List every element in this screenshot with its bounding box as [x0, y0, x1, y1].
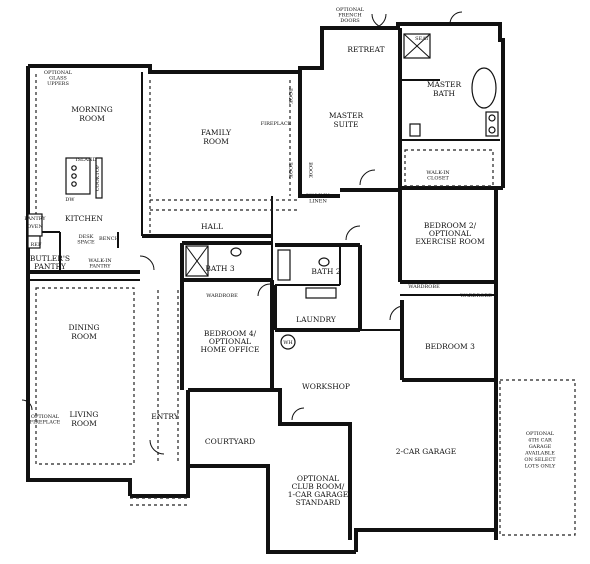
label-wh: WH [283, 340, 293, 346]
dashed-lines [35, 74, 576, 536]
label-optional-french-doors: OPTIONAL [336, 7, 365, 13]
label-seat: SEAT [415, 36, 429, 42]
label-desk-space: DESK [79, 234, 94, 240]
label-hall: HALL [201, 222, 223, 231]
label-bench: BENCH [99, 236, 120, 242]
label-morning-room: MORNING [71, 105, 113, 114]
label-butlers-pantry: BUTLER'S [30, 254, 70, 263]
label-courtyard: COURTYARD [205, 437, 255, 446]
water-heater [280, 334, 296, 350]
label-kitchen: KITCHEN [65, 214, 103, 223]
label-bath-2: BATH 2 [311, 267, 340, 276]
label-book-2: BOOK [287, 162, 293, 178]
label-cooktop: COOKTOP [95, 164, 101, 191]
label-book-1: BOOK [287, 88, 293, 104]
label-fireplace: FIREPLACE [261, 121, 292, 127]
label-walk-in-linen: WALK-IN [306, 193, 330, 199]
label-wardrobe-3: WARDROBE [460, 293, 492, 299]
label-bedroom-4: BEDROOM 4/ [204, 329, 257, 338]
label-wardrobe-1: WARDROBE [206, 293, 238, 299]
label-entry: ENTRY [151, 412, 179, 421]
label-ref: REF [31, 242, 42, 248]
label-optional-glass-uppers: OPTIONAL [44, 70, 73, 76]
bathtub [471, 67, 497, 109]
interior-walls [28, 28, 500, 390]
label-optional-fireplace: OPTIONAL [31, 414, 60, 420]
label-bedroom-2: BEDROOM 2/ [424, 221, 477, 230]
doors [21, 11, 463, 455]
label-family-room: FAMILY [201, 128, 232, 137]
label-walk-in-closet: WALK-IN [426, 170, 450, 176]
label-two-car-garage: 2-CAR GARAGE [396, 447, 456, 456]
label-retreat: RETREAT [347, 45, 384, 54]
label-oven: OVEN [27, 224, 43, 230]
label-optional-4th-car: OPTIONAL [526, 431, 555, 437]
label-wardrobe-2: WARDROBE [408, 284, 440, 290]
label-dining-room: DINING [68, 323, 99, 332]
label-bath-3: BATH 3 [205, 264, 234, 273]
label-master-bath: MASTER [427, 80, 462, 89]
label-living-room: LIVING [70, 410, 99, 419]
kitchen-island [65, 157, 91, 195]
label-master-suite: MASTER [329, 111, 364, 120]
label-island: ISLAND [76, 157, 97, 163]
label-laundry: LAUNDRY [296, 315, 337, 324]
label-dw: DW [65, 197, 75, 203]
label-workshop: WORKSHOP [302, 382, 350, 391]
label-walk-in-pantry: WALK-IN [88, 258, 112, 264]
label-bedroom-3: BEDROOM 3 [425, 342, 475, 351]
label-book-3: BOOK [307, 162, 313, 178]
label-optional-club-room: OPTIONAL [297, 474, 339, 483]
label-pantry: PANTRY [24, 216, 46, 222]
fixtures [27, 33, 499, 350]
